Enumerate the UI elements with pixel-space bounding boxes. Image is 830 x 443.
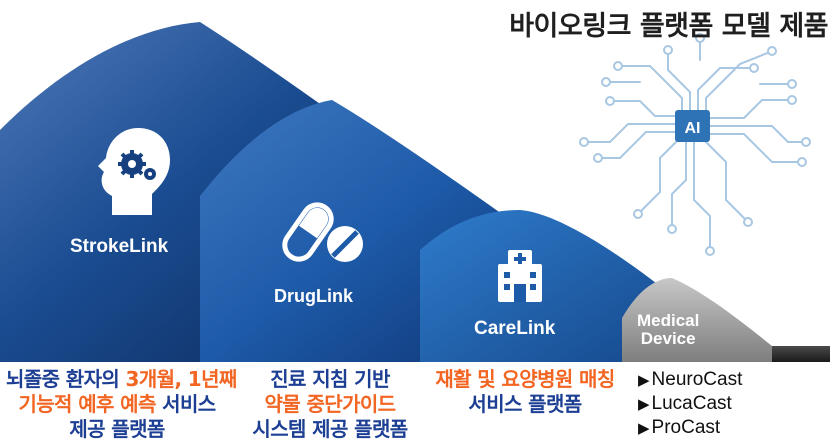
carelink-description: 재활 및 요양병원 매칭 서비스 플랫폼	[430, 367, 620, 417]
product-item: ▶NeuroCast	[638, 369, 743, 390]
carelink-label: CareLink	[474, 318, 556, 339]
medical-device-label: Medical Device	[637, 312, 699, 348]
strokelink-description: 뇌졸중 환자의 3개월, 1년째 기능적 예후 예측 서비스 제공 플랫폼	[6, 367, 237, 442]
product-item: ▶ProCast	[638, 417, 721, 438]
circuit-nodes	[579, 33, 811, 256]
druglink-label: DrugLink	[274, 286, 353, 306]
medical-device-line1: Medical	[637, 311, 700, 330]
triangle-bullet-icon: ▶	[638, 372, 650, 389]
product-list: ▶NeuroCast ▶LucaCast ▶ProCast	[638, 368, 742, 440]
ai-chip	[675, 110, 710, 142]
carelink-desc-line1: 재활 및 요양병원 매칭	[435, 367, 615, 391]
strokelink-desc-line1: 뇌졸중 환자의 3개월, 1년째	[6, 367, 237, 391]
druglink-desc-line3: 시스템 제공 플랫폼	[252, 417, 408, 441]
triangle-bullet-icon: ▶	[638, 420, 650, 437]
druglink-desc-line2: 약물 중단가이드	[264, 392, 397, 416]
product-item: ▶LucaCast	[638, 393, 732, 414]
carelink-desc-line2: 서비스 플랫폼	[468, 392, 582, 416]
strokelink-desc-line3: 제공 플랫폼	[69, 417, 165, 441]
pills-icon	[282, 202, 363, 262]
page-title: 바이오링크 플랫폼 모델 제품	[509, 11, 828, 42]
ai-brain-icon	[585, 39, 805, 249]
druglink-description: 진료 지침 기반 약물 중단가이드 시스템 제공 플랫폼	[246, 367, 414, 442]
druglink-desc-line1: 진료 지침 기반	[270, 367, 390, 391]
strokelink-label: StrokeLink	[70, 236, 169, 257]
medical-device-line2: Device	[640, 329, 696, 348]
triangle-bullet-icon: ▶	[638, 396, 650, 413]
strokelink-desc-line2: 기능적 예후 예측 서비스	[18, 392, 216, 416]
brain-gears-icon	[98, 128, 170, 215]
hospital-icon	[498, 250, 542, 302]
ai-chip-label: AI	[685, 120, 701, 137]
medical-device-shape	[622, 278, 772, 362]
